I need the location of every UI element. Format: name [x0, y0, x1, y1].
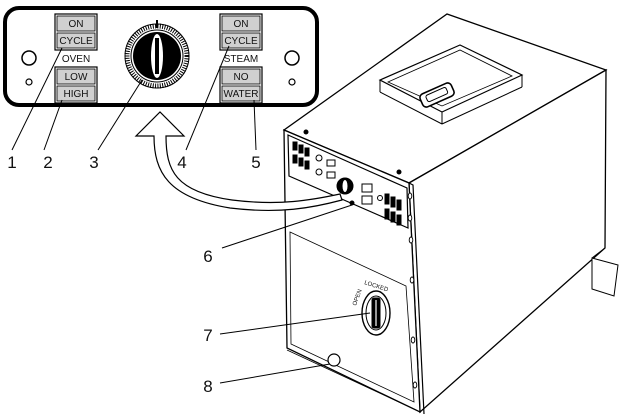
no-water-no-label: NO	[234, 72, 249, 83]
left-mount-hole	[21, 50, 37, 66]
frame-rivets	[407, 192, 418, 389]
front-vents-right	[384, 193, 402, 226]
unit-timer-dial[interactable]	[336, 177, 354, 195]
callout-2: 2	[43, 153, 52, 172]
oven-indicator-cycle-label: CYCLE	[59, 36, 93, 47]
lock-open-label: OPEN	[352, 289, 363, 307]
oven-indicator-on-label: ON	[69, 19, 84, 30]
front-vents-left	[292, 141, 310, 170]
callout-6: 6	[203, 247, 212, 266]
lid-handle[interactable]	[419, 82, 456, 109]
no-water-water-label: WATER	[224, 89, 259, 100]
door-lock-knob[interactable]	[361, 290, 391, 336]
callout-4: 4	[177, 153, 186, 172]
callout-3: 3	[89, 153, 98, 172]
steam-indicator: ON CYCLE	[219, 13, 263, 51]
steam-indicator-on-label: ON	[234, 19, 249, 30]
callout-7: 7	[203, 326, 212, 345]
left-small-hole	[25, 78, 33, 86]
steam-label: STEAM	[224, 54, 258, 65]
drain-knob[interactable]	[327, 353, 341, 367]
timer-dial[interactable]	[124, 20, 190, 89]
unit-leader-lines	[219, 204, 371, 384]
switch-high-label: HIGH	[64, 89, 89, 100]
switch-low-label: LOW	[65, 72, 88, 83]
callout-8: 8	[203, 377, 212, 396]
oven-temperature-switch[interactable]: LOW HIGH	[54, 66, 98, 104]
callout-1: 1	[7, 153, 16, 172]
no-water-indicator: NO WATER	[219, 66, 263, 104]
oven-indicator: ON CYCLE	[54, 13, 98, 51]
right-mount-hole	[284, 50, 300, 66]
callout-numbers: 1 2 3 4 5 6 7 8	[7, 153, 260, 396]
callout-5: 5	[251, 153, 260, 172]
panel-leader-lines	[11, 45, 257, 151]
steam-indicator-cycle-label: CYCLE	[224, 36, 258, 47]
oven-label: OVEN	[62, 54, 90, 65]
pointer-arrow	[134, 111, 343, 212]
right-small-hole	[288, 78, 296, 86]
steamer-unit: LOCKED OPEN	[282, 13, 619, 415]
control-panel: ON CYCLE OVEN LOW HIGH ON C	[3, 6, 319, 107]
